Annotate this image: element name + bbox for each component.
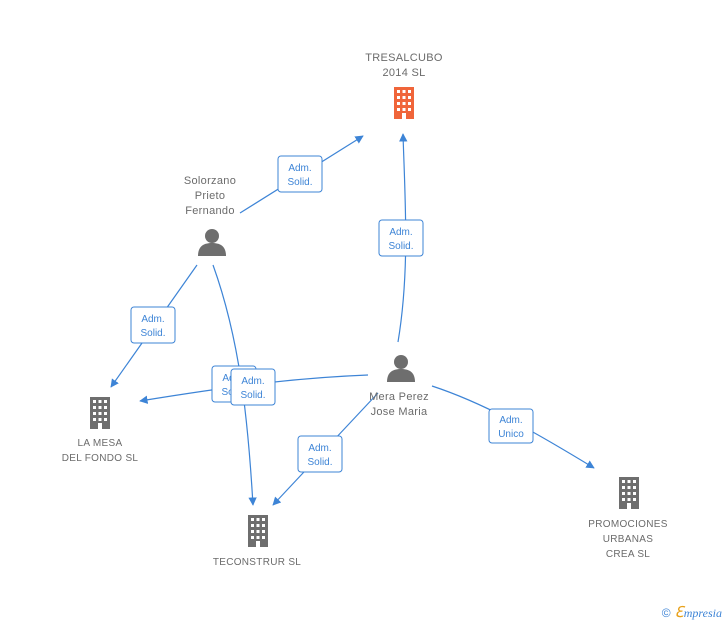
svg-text:Solid.: Solid. xyxy=(287,177,312,188)
svg-text:Solid.: Solid. xyxy=(307,457,332,468)
edge-label-solorzano-tresalcubo: Adm. Solid. xyxy=(277,155,323,193)
svg-text:LA MESA: LA MESA xyxy=(78,438,123,449)
building-icon xyxy=(90,397,110,429)
svg-text:Solorzano: Solorzano xyxy=(184,175,236,187)
edge-label-solorzano-lamesa: Adm. Solid. xyxy=(130,306,176,344)
node-lamesa[interactable]: LA MESA DEL FONDO SL xyxy=(62,397,139,464)
svg-text:Adm.: Adm. xyxy=(241,376,264,387)
svg-text:Adm.: Adm. xyxy=(389,227,412,238)
svg-text:TRESALCUBO: TRESALCUBO xyxy=(365,52,443,64)
edge-label-mera-promociones: Adm. Unico xyxy=(488,408,534,444)
svg-text:PROMOCIONES: PROMOCIONES xyxy=(588,519,667,530)
svg-text:Prieto: Prieto xyxy=(195,190,226,202)
building-icon xyxy=(248,515,268,547)
edge-label-mera-lamesa: Adm. Solid. xyxy=(230,368,276,406)
edge-label-mera-teconstrur: Adm. Solid. xyxy=(297,435,343,473)
brand-initial: ℇ xyxy=(674,605,684,621)
node-teconstrur[interactable]: TECONSTRUR SL xyxy=(213,515,301,568)
svg-text:Unico: Unico xyxy=(498,429,524,440)
node-mera[interactable]: Mera Perez Jose Maria xyxy=(369,355,429,418)
svg-text:Adm.: Adm. xyxy=(308,443,331,454)
copyright-symbol: © xyxy=(661,606,671,620)
building-icon xyxy=(619,477,639,509)
svg-text:Solid.: Solid. xyxy=(388,241,413,252)
svg-text:CREA SL: CREA SL xyxy=(606,549,650,560)
svg-text:Fernando: Fernando xyxy=(185,205,235,217)
svg-text:Adm.: Adm. xyxy=(288,163,311,174)
building-icon xyxy=(394,87,414,119)
node-solorzano[interactable]: Solorzano Prieto Fernando xyxy=(184,175,236,256)
svg-text:Jose Maria: Jose Maria xyxy=(371,406,428,418)
svg-text:Solid.: Solid. xyxy=(240,390,265,401)
svg-text:2014 SL: 2014 SL xyxy=(382,67,425,79)
svg-text:Solid.: Solid. xyxy=(140,328,165,339)
node-tresalcubo[interactable]: TRESALCUBO 2014 SL xyxy=(365,52,443,119)
person-icon xyxy=(198,229,226,256)
empresia-watermark: ©ℇmpresia xyxy=(662,603,722,622)
svg-text:URBANAS: URBANAS xyxy=(603,534,653,545)
edge-label-mera-tresalcubo: Adm. Solid. xyxy=(378,219,424,257)
svg-text:Adm.: Adm. xyxy=(499,415,522,426)
brand-name: mpresia xyxy=(683,606,722,620)
svg-text:TECONSTRUR SL: TECONSTRUR SL xyxy=(213,557,301,568)
person-icon xyxy=(387,355,415,382)
node-promociones[interactable]: PROMOCIONES URBANAS CREA SL xyxy=(588,477,667,560)
svg-text:Mera Perez: Mera Perez xyxy=(369,391,429,403)
svg-text:Adm.: Adm. xyxy=(141,314,164,325)
svg-text:DEL FONDO SL: DEL FONDO SL xyxy=(62,453,139,464)
